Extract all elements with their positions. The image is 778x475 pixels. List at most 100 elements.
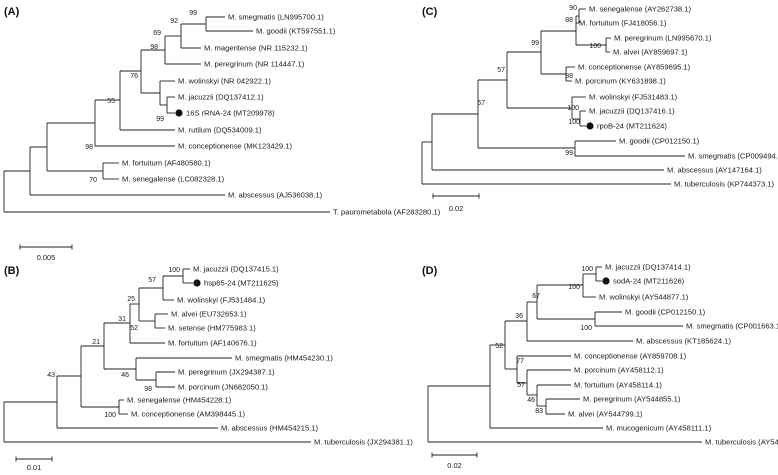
panel-d-bootstrap-value: 46	[527, 397, 535, 404]
panel-b-taxon-label: M. conceptionense (AM398445.1)	[131, 410, 245, 419]
panel-c-taxon-label: M. porcinum (KY631898.1)	[575, 77, 666, 86]
panel-c-bootstrap-value: 100	[568, 119, 580, 126]
panel-b-bootstrap-value: 57	[148, 277, 156, 284]
panel-b-taxon-label: M. porcinum (JN682050.1)	[178, 383, 268, 392]
panel-b-taxon-label: M. wolinskyi (FJ531484.1)	[177, 296, 266, 305]
panel-c-bootstrap-value: 88	[565, 73, 573, 80]
panel-d-bootstrap-value: 100	[568, 284, 580, 291]
panel-a-bootstrap-value: 92	[170, 18, 178, 25]
panel-a-bootstrap-value: 55	[107, 98, 115, 105]
panel-d-label: (D)	[422, 265, 438, 277]
panel-d-bootstrap-value: 52	[495, 343, 503, 350]
panel-b-taxon-label: M. peregrinum (JX294387.1)	[178, 368, 275, 377]
panel-d-taxon-label: M. smegmatis (CP001663.1)	[686, 322, 778, 331]
panel-a-taxon-label: M. jacuzzii (DQ137412.1)	[178, 93, 264, 102]
panel-d-taxon-label: M. wolinskyi (AY544877.1)	[599, 293, 689, 302]
panel-b-taxon-label: M. fortuitum (AF140676.1)	[168, 339, 257, 348]
panel-b-bootstrap-value: 25	[127, 296, 135, 303]
panel-a-label: (A)	[4, 6, 20, 18]
panel-c-taxon-label: M. tuberculosis (KP744373.1)	[674, 180, 775, 189]
panel-a-taxon-label: T. paurometabola (AF283280.1)	[333, 208, 441, 217]
panel-c-taxon-label: M. goodii (CP012150.1)	[619, 137, 700, 146]
labels-layer: (A) M. smegmatis (LN995700.1) M. goodii (K…	[4, 5, 778, 472]
panel-b-query-marker-icon	[193, 279, 201, 287]
panel-a-taxon-label: M. smegmatis (LN995700.1)	[228, 13, 324, 22]
panel-c-bootstrap-value: 100	[589, 43, 601, 50]
panel-a-taxon-label: 16S rRNA-24 (MT209978)	[186, 109, 275, 118]
panel-b-taxon-label: M. smegmatis (HM454230.1)	[235, 354, 333, 363]
panel-b-bootstrap-value: 100	[104, 412, 116, 419]
panel-b-bootstrap-value: 100	[168, 267, 180, 274]
panel-d-query-marker-icon	[602, 277, 610, 285]
panel-c-bootstrap-value: 99	[565, 150, 573, 157]
panel-a-bootstrap-value: 70	[89, 177, 97, 184]
panel-d-bootstrap-value: 57	[517, 382, 525, 389]
panel-c-bootstrap-value: 90	[569, 5, 577, 12]
panel-a-bootstrap-value: 98	[85, 144, 93, 151]
panel-a-bootstrap-value: 99	[189, 10, 197, 17]
panel-b-bootstrap-value: 52	[130, 325, 138, 332]
panel-c-taxon-label: M. jacuzzii (DQ137416.1)	[589, 107, 675, 116]
panel-d-taxon-label: M. porcinum (AY458112.1)	[574, 366, 664, 375]
panel-c-taxon-label: M. abscessus (AY147164.1)	[667, 166, 762, 175]
panel-d-taxon-label: M. conceptionense (AY859708.1)	[574, 352, 687, 361]
panel-b-bootstrap-value: 46	[121, 372, 129, 379]
panel-d-taxon-label: M. abscessus (KT185624.1)	[636, 337, 731, 346]
panel-a-taxon-label: M. peregrinum (NR 114447.1)	[204, 60, 305, 69]
panel-a-taxon-label: M. abscessus (AJ536038.1)	[228, 191, 323, 200]
panel-a-taxon-label: M. wolinskyi (NR 042922.1)	[178, 77, 271, 86]
panel-b-taxon-label: M. tuberculosis (JX294381.1)	[314, 438, 413, 447]
panel-d-taxon-label: sodA-24 (MT211626)	[613, 277, 685, 286]
panel-c-taxon-label: M. senegalense (AY262738.1)	[589, 5, 691, 14]
panel-d-bootstrap-value: 67	[532, 293, 540, 300]
panel-d-bootstrap-value: 100	[580, 325, 592, 332]
panel-b-scale-bar-label: 0.01	[27, 463, 41, 472]
panel-a-bootstrap-value: 69	[153, 30, 161, 37]
panel-d-taxon-label: M. goodii (CP012150.1)	[625, 308, 706, 317]
panel-d-bootstrap-value: 100	[581, 266, 593, 273]
panel-c-taxon-label: M. wolinskyi (FJ531483.1)	[589, 93, 678, 102]
panel-d-bootstrap-value: 83	[535, 408, 543, 415]
panel-c-taxon-label: M. conceptionense (AY859695.1)	[578, 63, 691, 72]
panel-a-bootstrap-value: 98	[150, 44, 158, 51]
panel-d-taxon-label: M. tuberculosis (AY544875.1)	[705, 438, 778, 447]
panel-a-taxon-label: M. goodii (KT597551.1)	[256, 27, 336, 36]
panel-a-taxon-label: M. senegalense (LC082328.1)	[122, 175, 225, 184]
panel-a-taxon-label: M. rutilum (DQ534009.1)	[178, 126, 262, 135]
panel-c-taxon-label: M. smegmatis (CP009494.1)	[688, 152, 778, 161]
panel-d-bootstrap-value: 77	[516, 358, 524, 365]
panel-a-bootstrap-value: 76	[130, 73, 138, 80]
panel-c-taxon-label: M. fortuitum (FJ418056.1)	[579, 19, 667, 28]
panel-c-taxon-label: M. alvei (AY859697.1)	[613, 48, 688, 57]
panel-a-taxon-label: M. mageritense (NR 115232.1)	[204, 44, 308, 53]
panel-d-taxon-label: M. alvei (AY544799.1)	[568, 410, 643, 419]
panel-b-taxon-label: hsp65-24 (MT211625)	[204, 279, 279, 288]
panel-b-bootstrap-value: 21	[92, 339, 100, 346]
panel-b-taxon-label: M. abscessus (HM454215.1)	[221, 424, 319, 433]
panel-b-bootstrap-value: 98	[144, 386, 152, 393]
panel-c-bootstrap-value: 57	[497, 67, 505, 74]
panel-a-query-marker-icon	[175, 109, 183, 117]
panel-a-taxon-label: M. fortuitum (AF480580.1)	[122, 159, 211, 168]
panel-c-bootstrap-value: 99	[531, 40, 539, 47]
panel-c-query-marker-icon	[586, 122, 594, 130]
branches-layer	[3, 8, 702, 462]
panel-d-taxon-label: M. peregrinum (AY544855.1)	[583, 395, 681, 404]
panel-b-taxon-label: M. senegalense (HM454228.1)	[127, 396, 232, 405]
panel-c-scale-bar-label: 0.02	[449, 204, 463, 213]
panel-c-taxon-label: M. peregrinum (LN995670.1)	[614, 34, 712, 43]
panel-a-bootstrap-value: 99	[156, 116, 164, 123]
panel-c-bootstrap-value: 67	[477, 100, 485, 107]
panel-a-scale-bar-label: 0.005	[37, 253, 56, 262]
panel-c-label: (C)	[422, 6, 438, 18]
panel-d-taxon-label: M. fortuitum (AY458114.1)	[574, 381, 662, 390]
panel-b-taxon-label: M. alvei (EU732653.1)	[171, 310, 247, 319]
panel-b-taxon-label: M. jacuzzii (DQ137415.1)	[193, 265, 279, 274]
panel-c-taxon-label: rpoB-24 (MT211624)	[597, 122, 667, 131]
panel-a-taxon-label: M. conceptionense (MK123429.1)	[178, 142, 292, 151]
panel-c-bootstrap-value: 100	[567, 105, 579, 112]
panel-b-bootstrap-value: 31	[118, 316, 126, 323]
panel-d-bootstrap-value: 36	[515, 313, 523, 320]
panel-b-label: (B)	[4, 265, 20, 277]
